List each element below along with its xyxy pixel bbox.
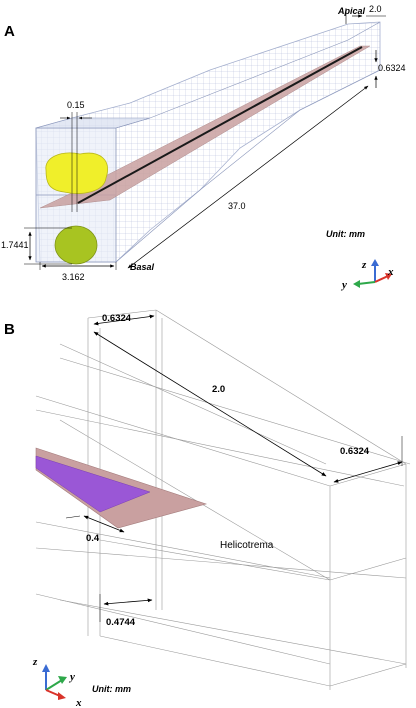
axis-z-label: z [361,259,367,271]
axis-z-arrowhead-b [42,664,50,672]
apical-label: Apical [337,6,366,16]
dim-span-arrow [93,331,327,477]
axis-y-line-b [45,679,63,691]
dim-top-right-arrow [333,461,403,483]
helicotrema-label: Helicotrema [220,540,274,551]
apex-height-value: 0.6324 [378,63,406,73]
axis-x-label: x [387,266,394,278]
axis-x-arrowhead [385,273,392,280]
wire-17 [329,463,407,487]
axis-y-label: y [340,279,347,291]
length-value: 37.0 [228,201,246,211]
panel-a-unit: Unit: mm [326,229,365,239]
wire-21 [99,539,331,581]
panel-b: B 0. [4,309,411,708]
base-width-value: 3.162 [62,272,85,282]
wire-7 [35,547,407,579]
dim-bottom-arrow [103,598,153,606]
wire-18 [329,557,407,581]
panel-b-unit: Unit: mm [92,684,131,694]
panel-a: A Apical 2.0 0.6324 0.15 [1,4,406,291]
dim-partition-value: 0.4 [86,533,100,544]
axis-y-label-b: y [68,671,75,683]
panel-b-axes: z y x [32,656,82,708]
length-dim-arrow [127,85,369,269]
axis-z-label-b: z [32,656,38,668]
wire-6 [35,521,331,579]
round-window [54,225,98,265]
wire-22 [155,309,407,465]
basal-label: Basal [130,262,155,272]
apex-width-value: 2.0 [369,4,382,14]
dim-bottom-value: 0.4744 [106,617,136,628]
basilar-membrane-sheet [35,455,151,513]
wire-19 [329,663,407,687]
axis-x-arrowhead-b [58,692,66,700]
wire-20 [99,635,331,687]
axis-x-label-b: x [75,697,82,708]
oval-window [45,152,108,194]
panel-a-label: A [4,23,15,40]
axis-y-arrowhead-b [58,676,67,684]
round-window-value: 1.7441 [1,240,29,250]
axis-x-line-b [45,689,61,697]
axis-z-arrowhead [371,259,379,266]
membrane-width-value: 0.15 [67,100,85,110]
axis-y-line [357,281,376,285]
dim-top-right-value: 0.6324 [340,446,370,457]
wire-8 [35,593,331,665]
dim-partition-arrow [83,515,125,533]
wire-9 [59,599,407,665]
dim-partition-tick [65,515,81,519]
dim-top-left-arrow [93,314,155,326]
axis-x-line [374,275,389,283]
panel-b-label: B [4,321,15,338]
panel-a-axes: z x y [340,259,394,291]
axis-y-arrowhead [353,280,360,288]
dim-span-value: 2.0 [212,384,225,395]
